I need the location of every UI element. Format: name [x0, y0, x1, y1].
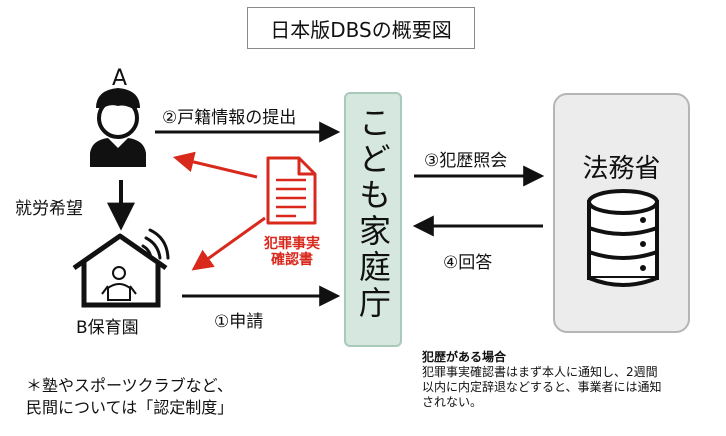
- employment-wish-label: 就労希望: [15, 199, 83, 219]
- person-icon: [90, 88, 146, 167]
- step4-label: ④回答: [443, 253, 493, 273]
- step2-label: ②戸籍情報の提出: [162, 108, 297, 128]
- database-icon: [587, 189, 659, 287]
- nursery-label: B保育園: [76, 318, 139, 338]
- agency-box: [344, 92, 402, 347]
- footnote-line2: 民間については「認定制度」: [26, 398, 234, 417]
- certificate-line2: 確認書: [271, 252, 313, 268]
- note-line2: 以内に内定辞退などすると、事業者には通知: [422, 380, 662, 394]
- person-label: A: [112, 66, 128, 91]
- baby-icon: [101, 266, 137, 301]
- document-icon: [266, 156, 317, 225]
- note-line1: 犯罪事実確認書はまず本人に通知し、2週間: [422, 365, 658, 379]
- footnote: ＊塾やスポーツクラブなど、 民間については「認定制度」: [26, 375, 233, 419]
- diagram-title: 日本版DBSの概要図: [247, 7, 475, 49]
- criminal-record-note: 犯歴がある場合 犯罪事実確認書はまず本人に通知し、2週間 以内に内定辞退などする…: [422, 350, 722, 410]
- wifi-signal-icon: [141, 228, 170, 260]
- agency-label: こども家庭庁: [354, 106, 392, 322]
- red-arrow-to-nursery: [191, 216, 266, 271]
- note-heading: 犯歴がある場合: [422, 350, 507, 364]
- note-line3: されない。: [422, 395, 483, 409]
- certificate-line1: 犯罪事実: [264, 236, 320, 252]
- step1-label: ①申請: [214, 312, 264, 332]
- footnote-line1: ＊塾やスポーツクラブなど、: [26, 376, 233, 395]
- certificate-label: 犯罪事実 確認書: [258, 236, 326, 268]
- red-arrow-to-person: [172, 151, 258, 179]
- house-icon: [72, 233, 168, 308]
- ministry-label: 法務省: [582, 154, 661, 184]
- step3-label: ③犯歴照会: [424, 151, 508, 171]
- title-text: 日本版DBSの概要図: [270, 17, 452, 42]
